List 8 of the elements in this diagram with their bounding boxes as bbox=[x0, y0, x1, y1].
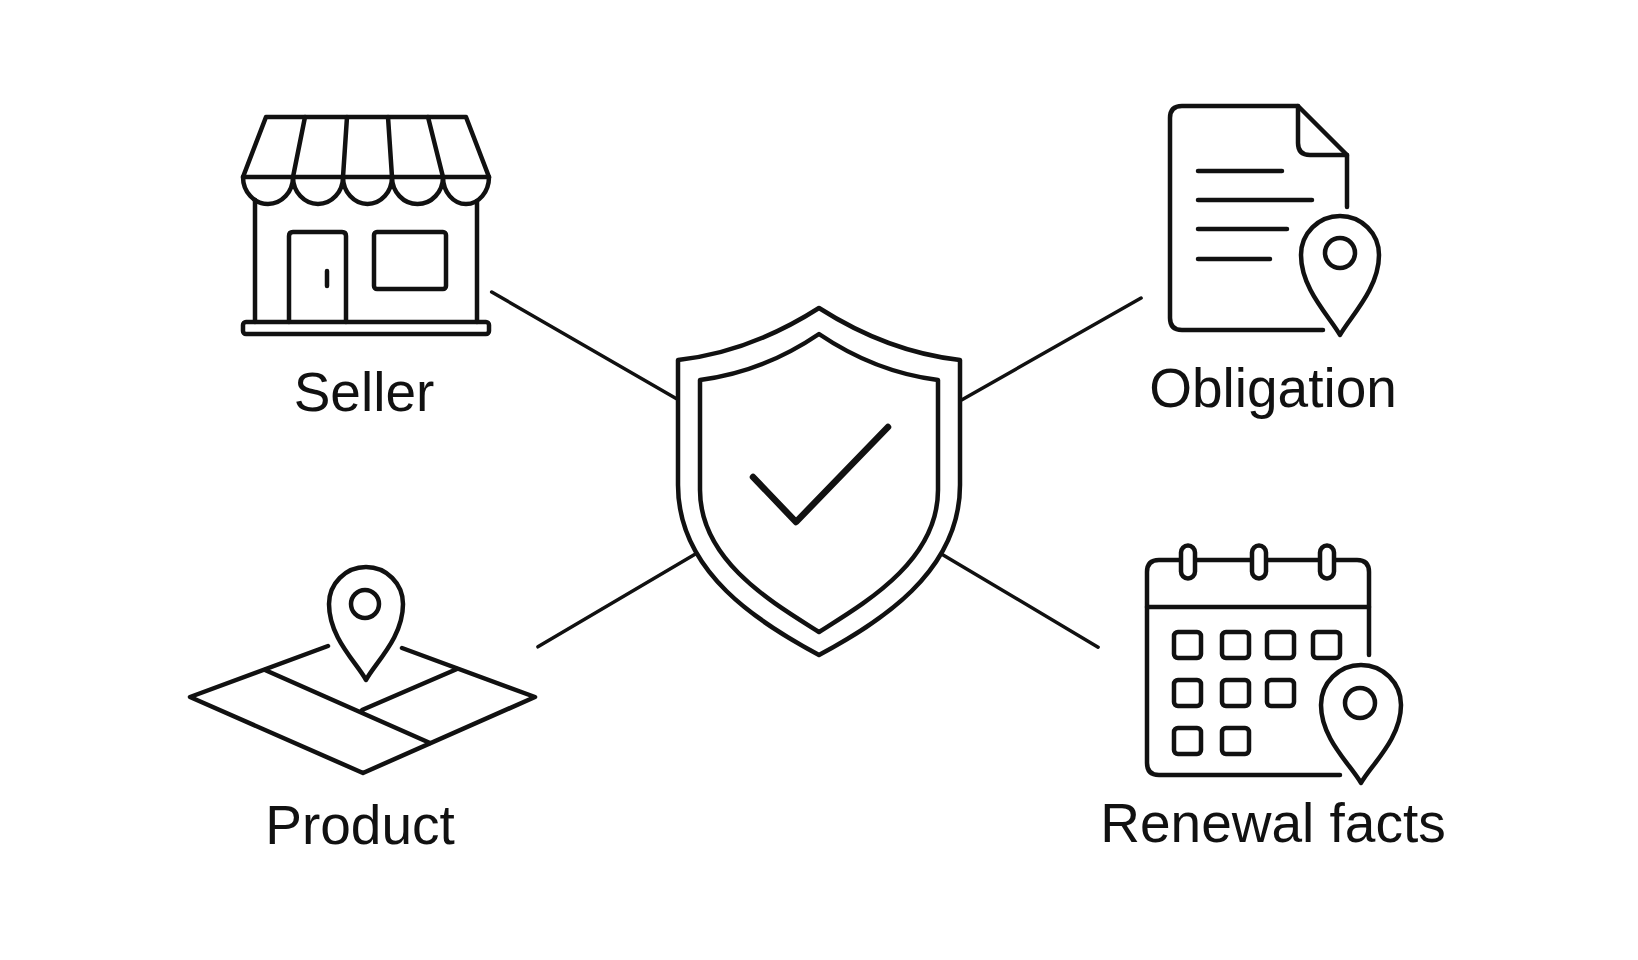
shield-check-icon bbox=[675, 305, 963, 658]
node-label: Renewal facts bbox=[1100, 796, 1446, 851]
connector-line bbox=[489, 290, 678, 401]
connector-line bbox=[940, 552, 1100, 649]
node-label: Seller bbox=[293, 365, 435, 420]
connector-line bbox=[536, 552, 697, 649]
node-label: Product bbox=[265, 798, 455, 853]
connector-line bbox=[960, 296, 1143, 402]
